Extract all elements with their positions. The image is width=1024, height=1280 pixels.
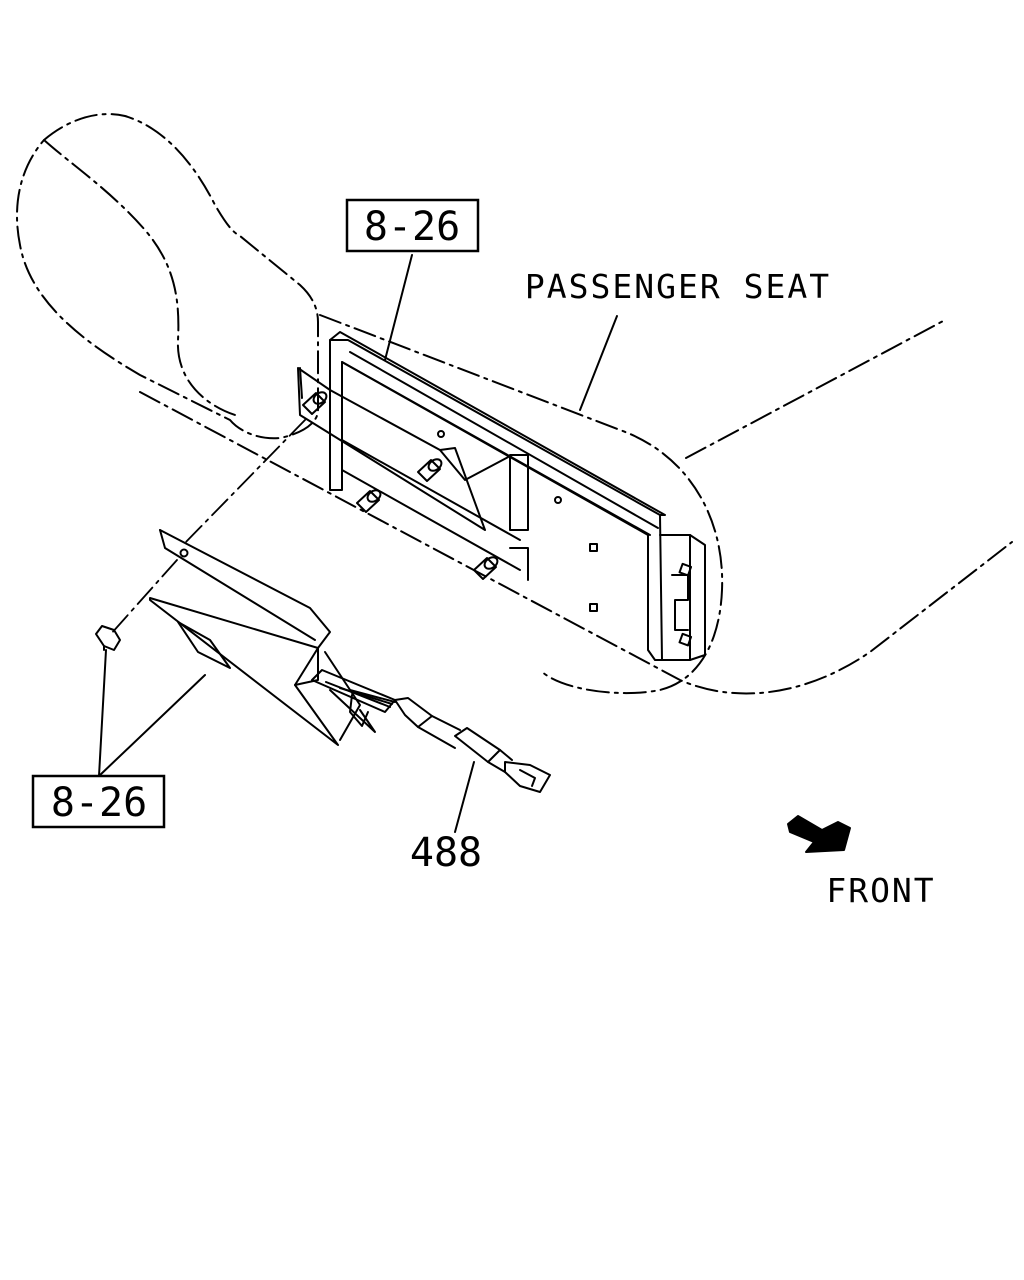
- stud: [302, 391, 328, 415]
- passenger-seat-label: PASSENGER SEAT: [525, 267, 831, 306]
- wire-harness: [311, 669, 551, 793]
- ref-label-top: 8-26: [364, 204, 460, 250]
- leader-lines: [98, 254, 618, 833]
- front-arrow-icon: [787, 815, 851, 853]
- front-label: FRONT: [826, 871, 935, 910]
- ref-label-bottom: 8-26: [51, 780, 147, 826]
- stud: [473, 556, 499, 580]
- seat-back-outline: [16, 113, 319, 440]
- stud: [417, 458, 443, 482]
- mounting-frame: [329, 331, 706, 661]
- clip: [95, 625, 121, 651]
- assembly-centerlines: [109, 419, 306, 636]
- control-unit: [149, 529, 376, 746]
- ref-box-bottom: [31, 774, 166, 829]
- ref-box-top: [345, 198, 480, 253]
- part-number-label: 488: [410, 830, 482, 876]
- stud: [356, 489, 382, 513]
- mounting-bracket: [297, 367, 513, 580]
- seat-cushion-outline: [139, 314, 1013, 695]
